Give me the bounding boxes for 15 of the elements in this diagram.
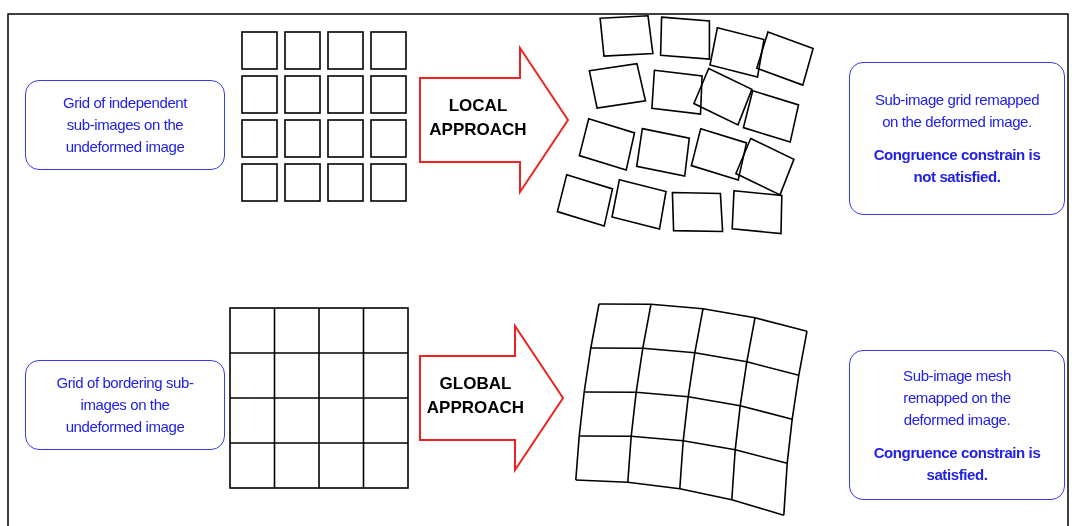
block-arrow	[419, 44, 570, 196]
note-box	[849, 62, 1065, 215]
note-text: Sub-image mesh remapped on the deformed image.	[902, 365, 1012, 430]
note-conclusion: Congruence constrain is not satisfied.	[872, 145, 1042, 187]
note-text: Grid of bordering sub-images on the undeformed image	[55, 373, 195, 437]
note-box	[849, 350, 1065, 500]
mesh-drawing	[228, 306, 410, 490]
note-text: Sub-image grid remapped on the deformed image.	[873, 90, 1041, 132]
edge-label: LOCAL APPROACH	[428, 95, 528, 141]
block-arrow	[419, 322, 565, 474]
note-conclusion: Congruence constrain is satisfied.	[872, 442, 1042, 485]
edge-label: GLOBAL APPROACH	[426, 373, 525, 419]
note-box	[25, 360, 225, 450]
note-box	[25, 80, 225, 170]
note-text: Grid of independent sub-images on the undeformed image	[61, 93, 189, 157]
